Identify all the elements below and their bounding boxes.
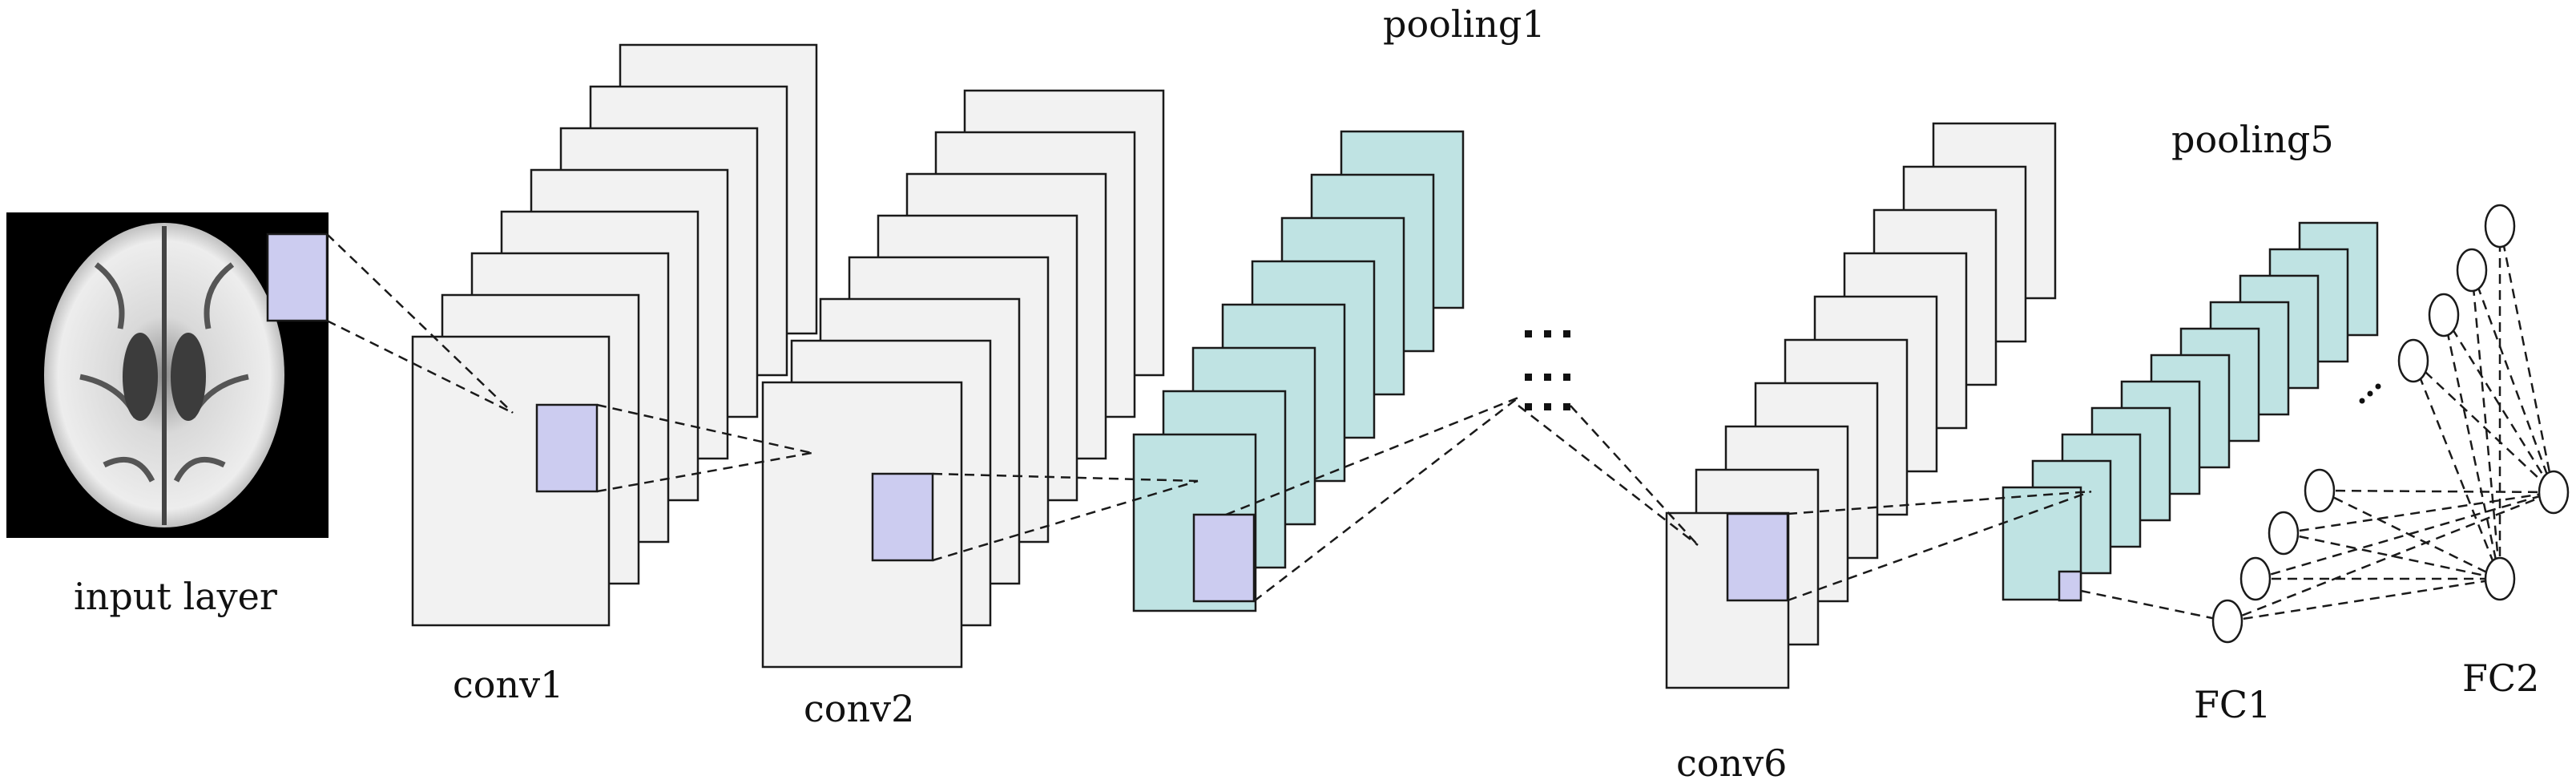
input-image — [6, 212, 329, 538]
pooling1-stack — [1132, 130, 1465, 612]
fc-connection — [2319, 489, 2501, 580]
fc-connection — [2442, 314, 2555, 493]
fc-connection — [2283, 491, 2554, 535]
connection-line — [932, 479, 1199, 562]
pooling5-stack — [2002, 221, 2379, 602]
pooling1-label: pooling1 — [1383, 2, 1546, 46]
fc-connection — [2470, 269, 2555, 493]
conv1-stack — [411, 43, 818, 627]
connection-line — [1570, 405, 1699, 546]
conv6-kernel — [1726, 512, 1789, 602]
conv1-kernel — [535, 403, 599, 493]
fc-ellipsis-dot — [2367, 390, 2373, 397]
fc-neuron — [2456, 248, 2488, 293]
fc2-label: FC2 — [2462, 657, 2539, 700]
connection-line — [326, 319, 514, 414]
fc1-neuron — [2268, 511, 2300, 556]
fc1-label: FC1 — [2194, 683, 2271, 726]
connection-line — [2080, 589, 2228, 623]
conv6-stack — [1665, 122, 2057, 689]
input-kernel — [266, 232, 329, 322]
fc-connection — [2470, 269, 2501, 580]
conv2-label: conv2 — [804, 687, 914, 730]
input-layer-label: input layer — [74, 575, 277, 618]
connection-line — [596, 451, 812, 493]
connection-line — [932, 472, 1199, 483]
fc-connection — [2227, 491, 2554, 623]
fc-connection — [2283, 531, 2501, 580]
fc1-neuron — [2239, 556, 2272, 601]
conv2-kernel — [871, 472, 934, 562]
pooling1-kernel — [1192, 513, 1256, 603]
fc-neuron — [2484, 204, 2516, 249]
connection-line — [1253, 397, 1519, 602]
fc-connection — [2255, 491, 2554, 580]
fc-connection — [2319, 489, 2554, 494]
connection-line — [596, 403, 812, 455]
connection-line — [1225, 396, 1519, 516]
fc-neuron — [2428, 293, 2460, 337]
fc1-neuron — [2211, 599, 2243, 644]
fc-connection — [2227, 577, 2501, 623]
fc-connection — [2442, 314, 2501, 580]
ellipsis-dots — [1525, 330, 1570, 410]
connection-line — [1787, 490, 2092, 515]
fc2-neuron — [2538, 470, 2570, 515]
pooling5-label: pooling5 — [2171, 118, 2334, 161]
fc2-neuron — [2484, 556, 2516, 601]
conv1-label: conv1 — [453, 663, 563, 706]
fc-ellipsis-dot — [2359, 398, 2365, 404]
fc-connection — [2498, 225, 2555, 493]
fc-neuron — [2397, 338, 2429, 383]
fc-connection — [2412, 360, 2501, 580]
brain-mri-icon — [44, 223, 284, 527]
pooling5-kernel — [2058, 570, 2082, 602]
connection-line — [326, 233, 514, 414]
fc-ellipsis-dot — [2375, 383, 2381, 390]
connection-line — [1518, 405, 1699, 546]
conv2-stack — [761, 89, 1165, 669]
conv6-label: conv6 — [1676, 742, 1787, 784]
fc1-neuron — [2304, 468, 2336, 513]
connection-line — [1787, 490, 2092, 602]
fc-connection — [2413, 360, 2554, 493]
